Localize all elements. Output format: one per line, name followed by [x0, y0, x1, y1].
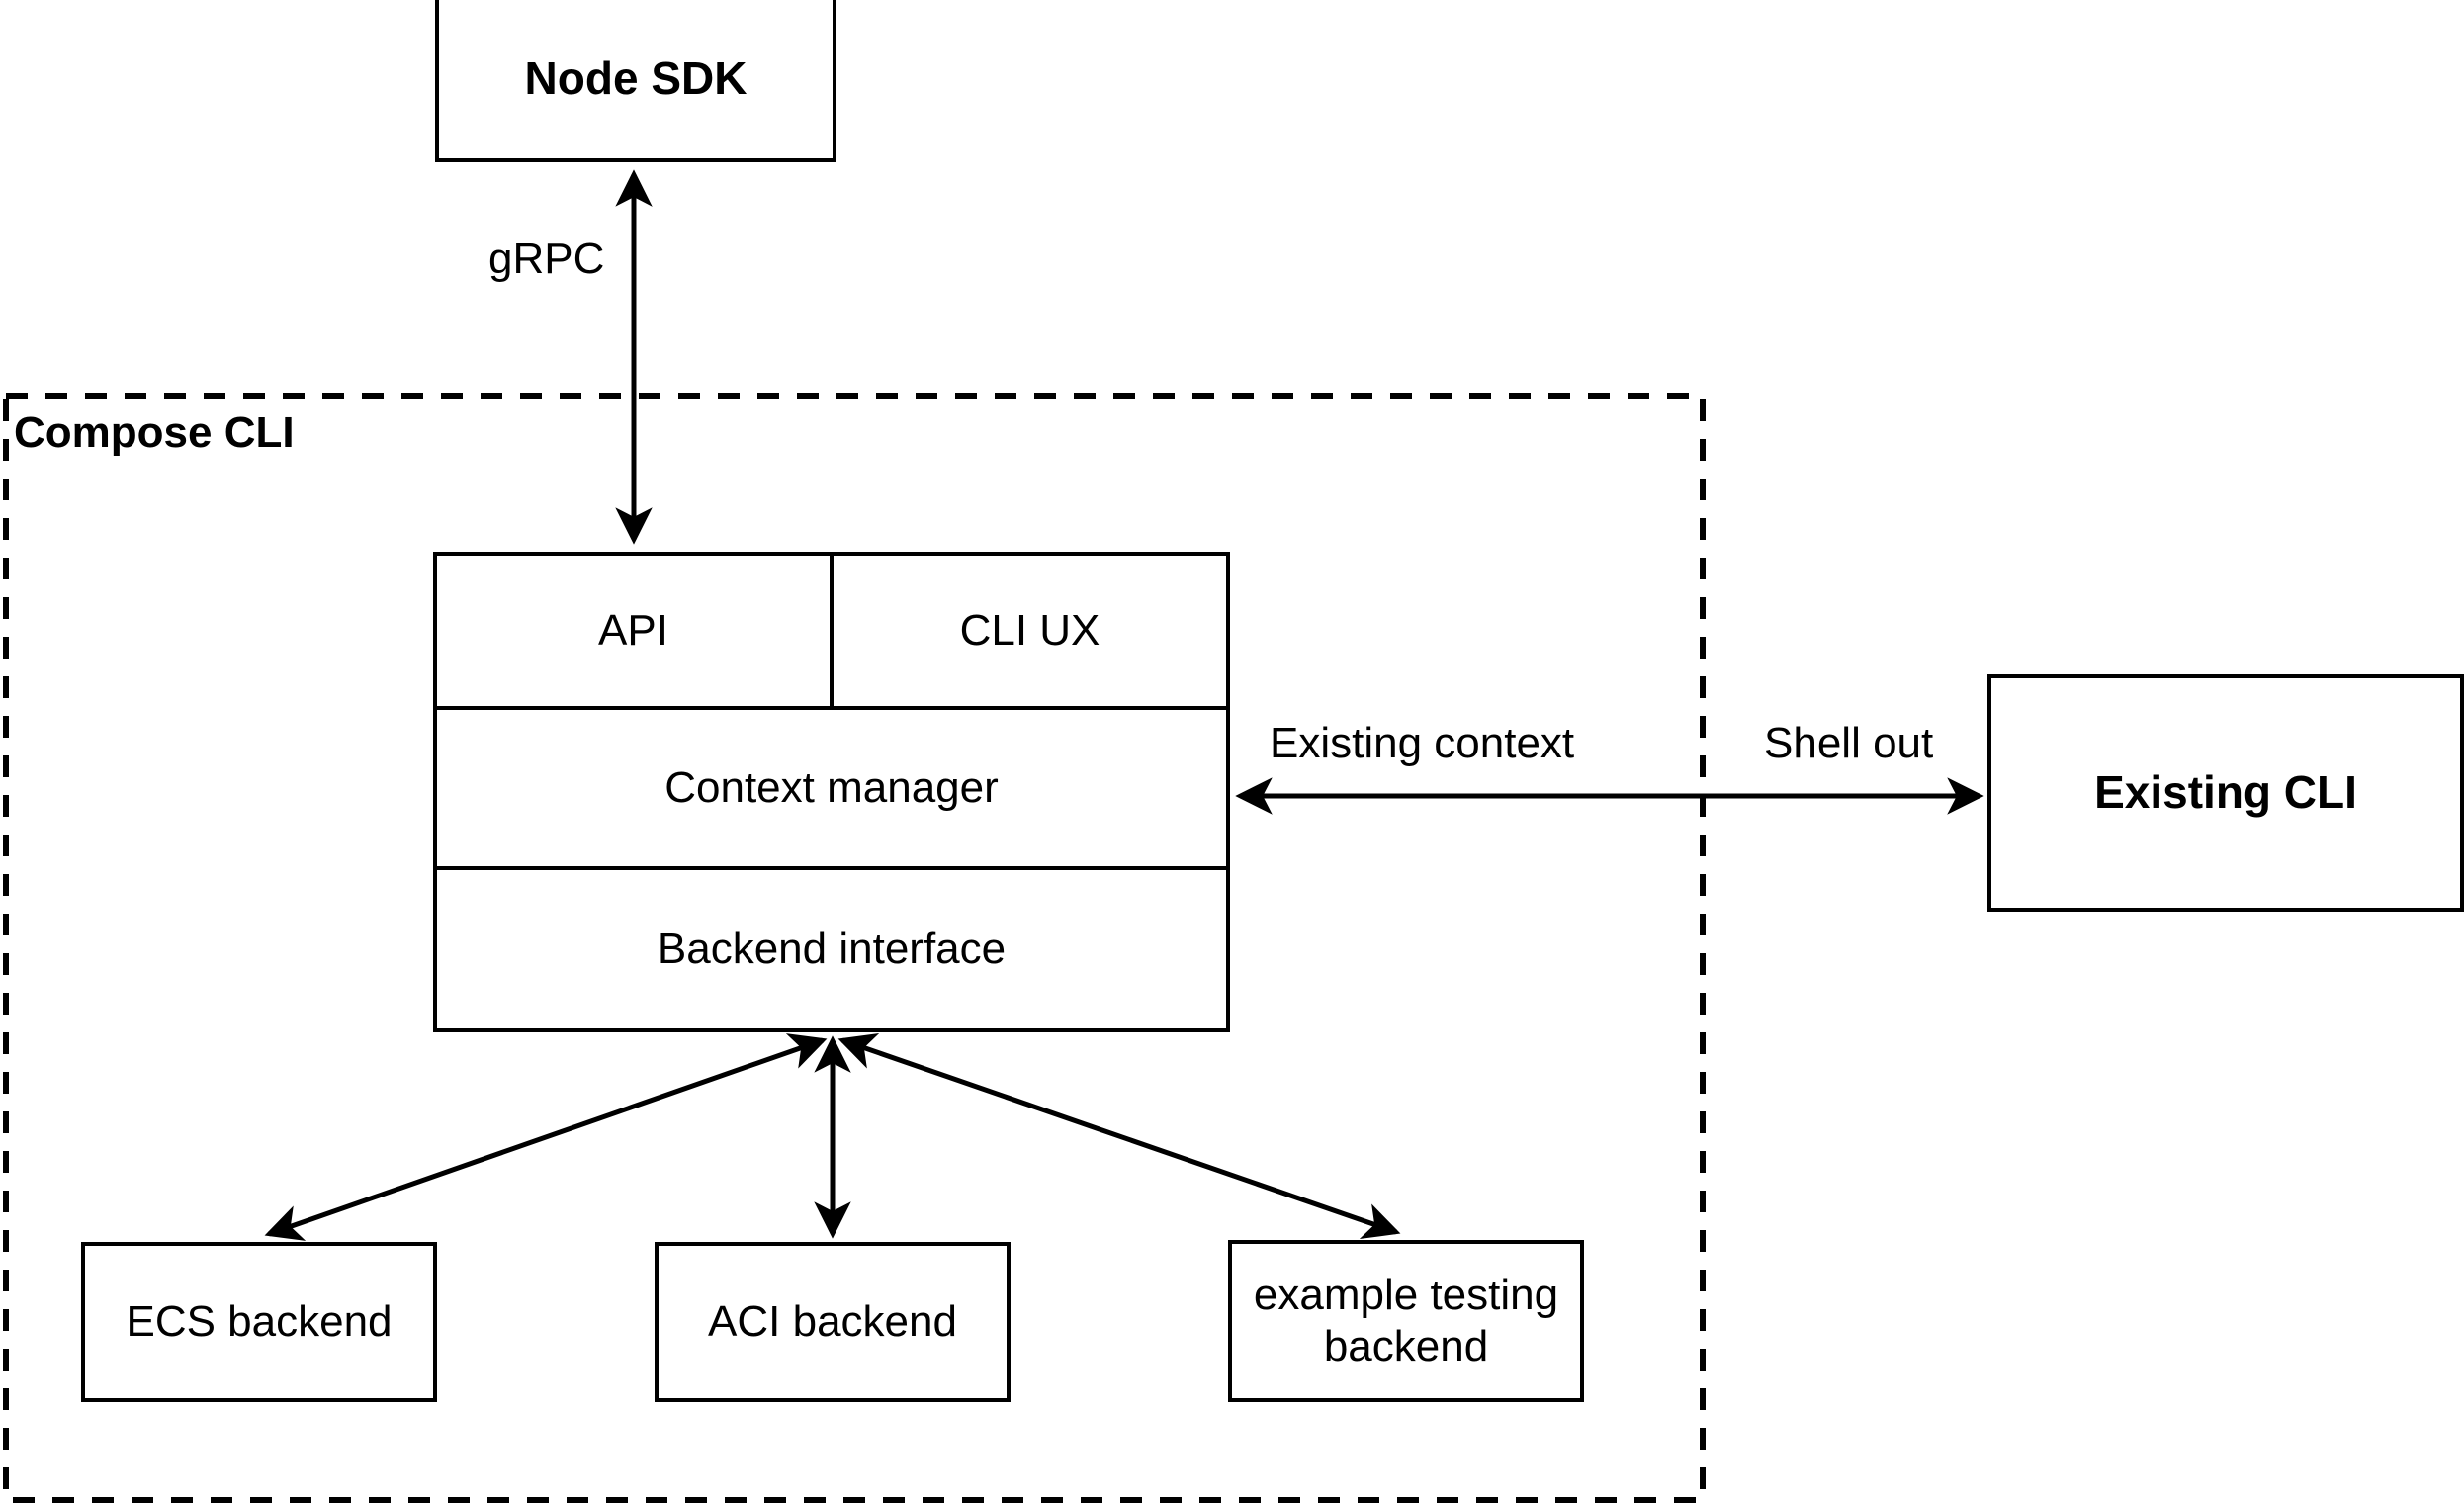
edge-label-shell-out: Shell out: [1764, 719, 1934, 767]
node-aci-backend-label: ACI backend: [708, 1297, 957, 1347]
node-backend-interface[interactable]: Backend interface: [437, 870, 1226, 1028]
stack-row-top: API CLI UX: [437, 556, 1226, 710]
node-ecs-backend-label: ECS backend: [126, 1297, 393, 1347]
node-aci-backend[interactable]: ACI backend: [655, 1242, 1011, 1402]
compose-cli-group-label: Compose CLI: [14, 408, 295, 457]
node-example-testing-backend-label-line1: example testing: [1253, 1271, 1559, 1320]
node-api[interactable]: API: [437, 556, 834, 706]
node-ecs-backend[interactable]: ECS backend: [81, 1242, 437, 1402]
node-context-manager-label: Context manager: [664, 763, 999, 813]
node-node-sdk-label: Node SDK: [524, 52, 748, 105]
node-example-testing-backend-label: example testing backend: [1244, 1270, 1568, 1373]
node-cli-ux-label: CLI UX: [959, 606, 1100, 656]
node-example-testing-backend[interactable]: example testing backend: [1228, 1240, 1584, 1402]
node-existing-cli[interactable]: Existing CLI: [1987, 674, 2464, 912]
edge-backend-example-testing: [837, 1033, 1401, 1239]
compose-cli-stack: API CLI UX Context manager Backend inter…: [433, 552, 1230, 1032]
node-node-sdk[interactable]: Node SDK: [435, 0, 836, 162]
node-cli-ux[interactable]: CLI UX: [834, 556, 1226, 706]
node-existing-cli-label: Existing CLI: [2094, 766, 2357, 819]
node-example-testing-backend-label-line2: backend: [1323, 1322, 1489, 1371]
node-context-manager[interactable]: Context manager: [437, 710, 1226, 870]
edge-label-existing-context: Existing context: [1270, 719, 1575, 767]
node-backend-interface-label: Backend interface: [657, 925, 1007, 974]
edge-label-grpc: gRPC: [488, 234, 605, 283]
node-api-label: API: [598, 606, 668, 656]
edge-backend-ecs: [264, 1033, 828, 1241]
